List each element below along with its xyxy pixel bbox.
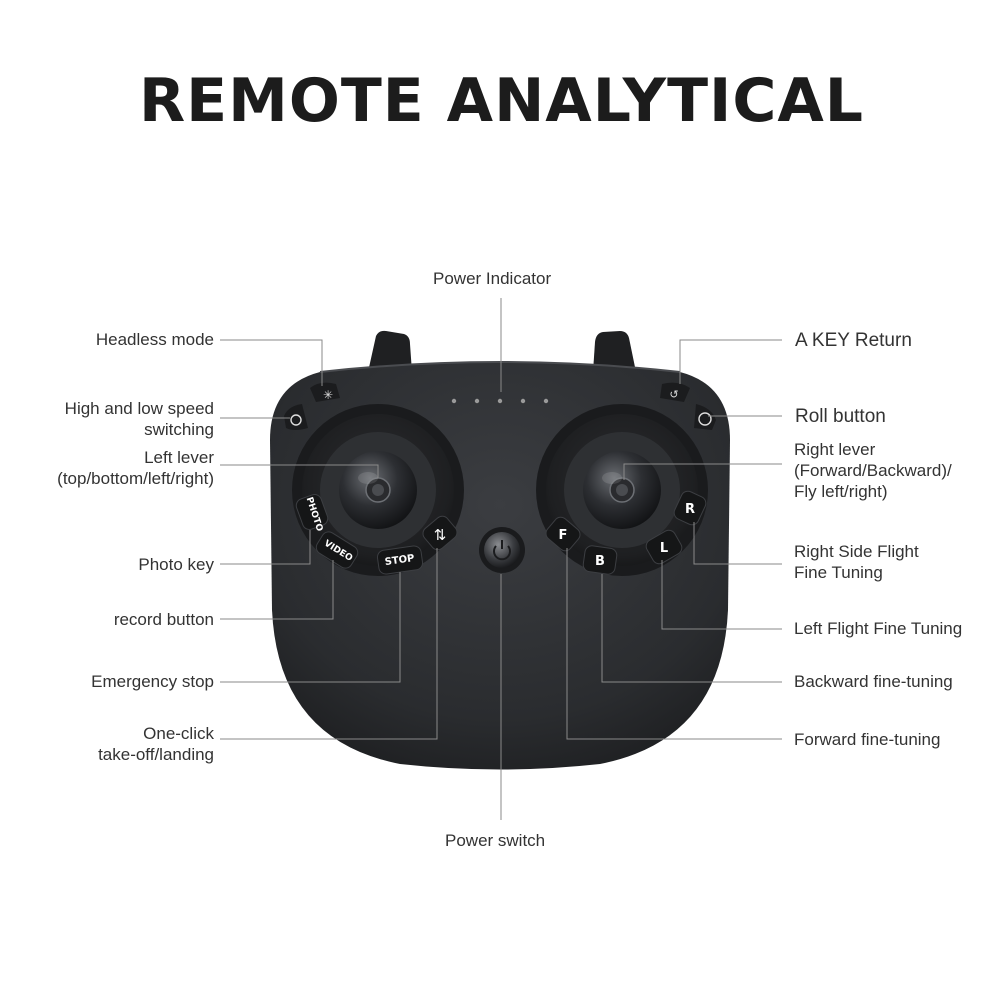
- label-right-lever-line3: Fly left/right): [794, 482, 888, 501]
- label-right-side-line1: Right Side Flight: [794, 542, 919, 561]
- backward-trim-label: B: [595, 554, 605, 569]
- right-trim-button: R: [673, 490, 707, 526]
- power-switch-button: [479, 527, 525, 573]
- left-trim-button: L: [645, 529, 683, 565]
- left-trim-label: L: [660, 541, 668, 556]
- svg-text:✳: ✳: [323, 388, 333, 402]
- forward-trim-label: F: [559, 528, 568, 543]
- leader-lines: [220, 298, 782, 820]
- label-left-lever: Left lever (top/bottom/left/right): [10, 447, 214, 489]
- label-speed-switching: High and low speed switching: [20, 398, 214, 440]
- label-right-side-fine-tuning: Right Side Flight Fine Tuning: [794, 541, 919, 583]
- power-indicator-leds: [451, 398, 549, 404]
- svg-text:↺: ↺: [669, 388, 678, 401]
- label-left-flight-fine-tuning: Left Flight Fine Tuning: [794, 619, 963, 638]
- label-speed-switching-line2: switching: [144, 420, 214, 439]
- page-title: REMOTE ANALYTICAL: [138, 66, 865, 136]
- speed-switch-icon: [284, 404, 308, 430]
- label-photo-key: Photo key: [138, 555, 214, 574]
- right-antenna: [593, 331, 636, 372]
- label-power-indicator: Power Indicator: [433, 269, 552, 288]
- label-forward-fine-tuning: Forward fine-tuning: [794, 730, 941, 749]
- label-backward-fine-tuning: Backward fine-tuning: [794, 672, 953, 691]
- label-power-switch: Power switch: [445, 831, 546, 850]
- label-a-key-return: A KEY Return: [795, 330, 912, 351]
- emergency-stop-button: STOP: [376, 545, 424, 575]
- takeoff-landing-button: ⇅: [422, 515, 458, 551]
- label-headless-mode: Headless mode: [95, 330, 214, 349]
- label-takeoff-landing-line2: take-off/landing: [98, 745, 214, 764]
- a-key-return-icon: ↺: [660, 382, 690, 402]
- label-roll-button: Roll button: [795, 406, 886, 427]
- label-right-side-line2: Fine Tuning: [794, 563, 883, 582]
- label-speed-switching-line1: High and low speed: [64, 399, 214, 418]
- label-right-lever: Right lever (Forward/Backward)/ Fly left…: [794, 439, 952, 502]
- photo-key: PHOTO: [295, 493, 329, 533]
- forward-trim-button: F: [545, 516, 581, 552]
- label-emergency-stop: Emergency stop: [91, 672, 214, 691]
- label-right-lever-line1: Right lever: [794, 440, 876, 459]
- label-record-button: record button: [113, 610, 214, 629]
- roll-button-icon: [694, 404, 716, 430]
- label-left-lever-line1: Left lever: [144, 448, 214, 467]
- takeoff-landing-icon: ⇅: [434, 526, 447, 544]
- emergency-stop-label: STOP: [384, 553, 415, 568]
- left-stick-assembly: [292, 404, 464, 576]
- left-antenna: [368, 330, 412, 372]
- label-takeoff-landing-line1: One-click: [143, 724, 214, 743]
- right-trim-label: R: [685, 502, 695, 517]
- headless-mode-icon: ✳: [310, 382, 340, 402]
- label-right-lever-line2: (Forward/Backward)/: [794, 461, 952, 480]
- label-takeoff-landing: One-click take-off/landing: [20, 723, 214, 765]
- backward-trim-button: B: [582, 545, 618, 575]
- label-left-lever-line2: (top/bottom/left/right): [57, 469, 214, 488]
